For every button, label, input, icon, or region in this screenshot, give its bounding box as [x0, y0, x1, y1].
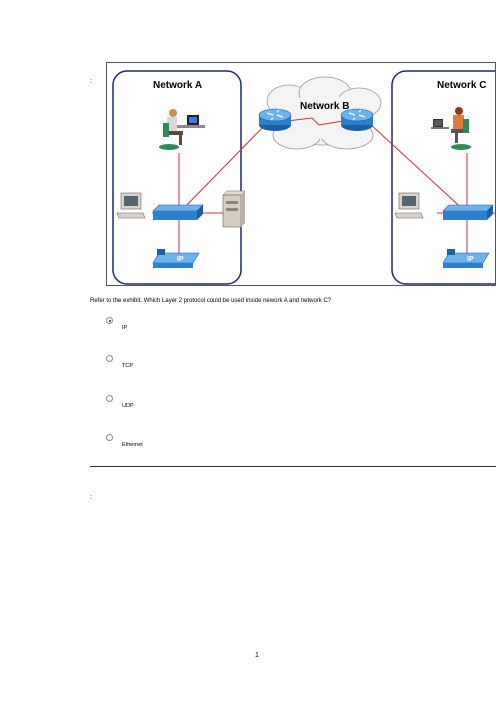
- network-exhibit: IP IP: [106, 62, 496, 286]
- section-divider: [90, 466, 496, 467]
- worker-a-icon: [159, 109, 205, 150]
- option-label: Ethernet: [122, 442, 143, 448]
- pc-c-icon: [394, 192, 424, 219]
- ip-label-a: IP: [177, 256, 184, 263]
- item-marker-top: :: [90, 78, 92, 85]
- network-c-label: Network C: [437, 80, 486, 91]
- pc-a-icon: [116, 192, 146, 219]
- radio-button[interactable]: [106, 395, 113, 402]
- network-c-zone: [391, 70, 495, 285]
- option-label: IP: [122, 325, 128, 331]
- ip-label-c: IP: [467, 256, 474, 263]
- option-label: TCP: [122, 363, 133, 369]
- option-label: UDP: [122, 403, 134, 409]
- item-marker-bottom: :: [90, 494, 92, 501]
- ip-phone-a-icon: IP: [152, 249, 200, 268]
- switch-a-icon: [152, 204, 204, 220]
- network-b-label: Network B: [300, 101, 349, 112]
- network-diagram: IP IP: [112, 70, 495, 285]
- radio-button-selected[interactable]: [106, 317, 113, 324]
- question-text: Refer to the exhibit. Which Layer 2 prot…: [90, 298, 332, 304]
- radio-button[interactable]: [106, 355, 113, 362]
- ip-phone-c-icon: IP: [442, 249, 490, 268]
- radio-button[interactable]: [106, 434, 113, 441]
- router-a-icon: [258, 108, 292, 131]
- page-number: 1: [255, 652, 259, 659]
- switch-c-icon: [442, 204, 494, 220]
- worker-c-icon: [431, 107, 471, 150]
- router-b-icon: [340, 108, 374, 131]
- network-a-label: Network A: [153, 80, 202, 91]
- server-icon: [222, 190, 246, 228]
- network-a-zone: [112, 70, 242, 285]
